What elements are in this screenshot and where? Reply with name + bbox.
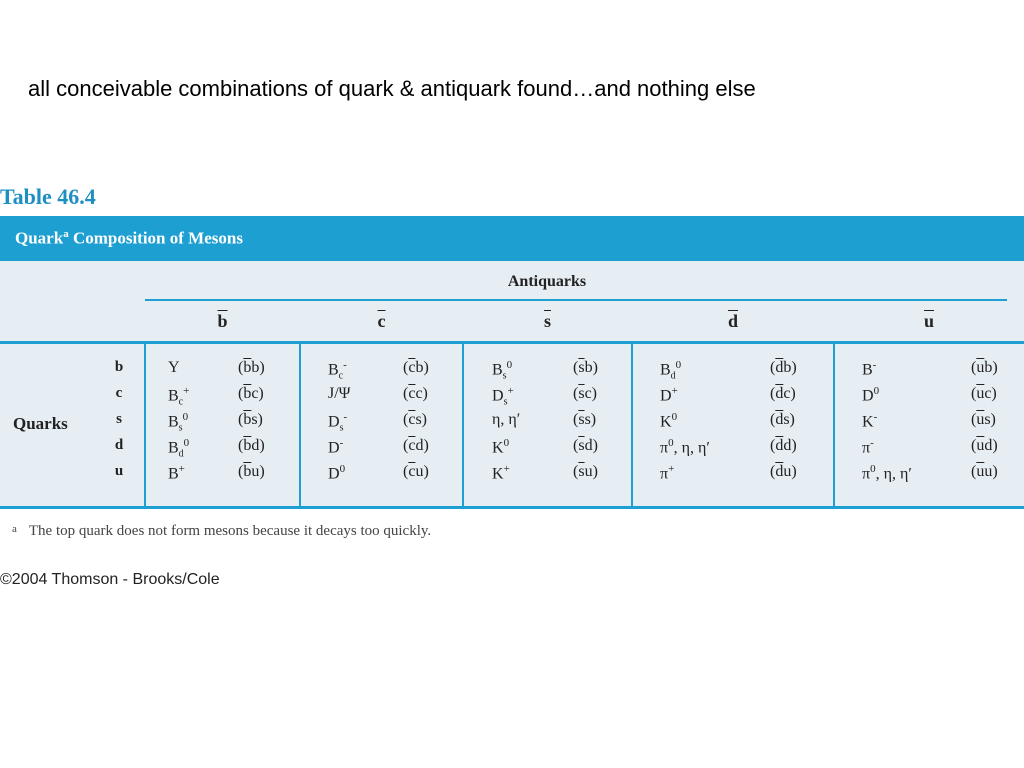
meson-name: K0 (660, 411, 678, 431)
row-label-d: d (114, 437, 124, 453)
table-title: Quarka Composition of Mesons (15, 228, 243, 249)
meson-name: Ds+ (492, 385, 514, 408)
column-divider (299, 344, 301, 506)
column-divider (833, 344, 835, 506)
quark-content: (uu) (971, 463, 998, 480)
meson-name: D0 (862, 385, 880, 405)
meson-name: J/Ψ (328, 385, 351, 402)
header-rule (0, 341, 1024, 344)
meson-name: B- (862, 359, 877, 379)
meson-name: D0 (328, 463, 346, 483)
meson-name: Bd0 (660, 359, 682, 382)
antiquarks-rule (145, 299, 1007, 301)
column-header-d: d (727, 311, 738, 331)
quark-content: (ss) (573, 411, 597, 428)
quark-content: (ds) (770, 411, 795, 428)
quark-content: (su) (573, 463, 598, 480)
quark-content: (dd) (770, 437, 797, 454)
footnote-text: The top quark does not form mesons becau… (28, 523, 432, 539)
meson-name: Bs0 (168, 411, 189, 434)
quark-content: (db) (770, 359, 797, 376)
quark-content: (cu) (403, 463, 429, 480)
quarks-label: Quarks (13, 414, 68, 433)
meson-name: Bc- (328, 359, 347, 382)
meson-name: K0 (492, 437, 510, 457)
meson-name: Y (168, 359, 180, 376)
table-title-rest: Composition of Mesons (72, 228, 243, 248)
footnote-mark: a (12, 523, 17, 535)
quark-content: (du) (770, 463, 797, 480)
quark-content: (bu) (238, 463, 265, 480)
quark-content: (bs) (238, 411, 263, 428)
meson-name: π- (862, 437, 874, 457)
quark-content: (sc) (573, 385, 597, 402)
meson-name: K+ (492, 463, 510, 483)
meson-name: Bs0 (492, 359, 513, 382)
meson-name: D- (328, 437, 344, 457)
quark-content: (uc) (971, 385, 997, 402)
meson-name: η, η′ (492, 411, 521, 428)
meson-name: Bd0 (168, 437, 190, 460)
row-label-u: u (114, 463, 124, 479)
table-title-word: Quark (15, 228, 64, 248)
meson-name: π0, η, η′ (862, 463, 912, 483)
quark-content: (sd) (573, 437, 598, 454)
slide-heading: all conceivable combinations of quark & … (28, 76, 756, 101)
row-label-c: c (115, 385, 123, 401)
quark-content: (sb) (573, 359, 598, 376)
quark-content: (cb) (403, 359, 429, 376)
meson-name: B+ (168, 463, 185, 483)
table-caption: Table 46.4 (0, 184, 96, 209)
body-rule (0, 506, 1024, 509)
antiquarks-label: Antiquarks (507, 273, 587, 290)
quark-content: (ub) (971, 359, 998, 376)
quark-content: (cd) (403, 437, 429, 454)
quark-content: (us) (971, 411, 996, 428)
meson-name: D+ (660, 385, 678, 405)
quark-content: (bb) (238, 359, 265, 376)
column-header-u: u (923, 311, 934, 331)
quark-content: (cc) (403, 385, 428, 402)
meson-name: Ds- (328, 411, 348, 434)
table-footnote: a The top quark does not form mesons beca… (12, 523, 431, 540)
column-header-b: b (217, 311, 228, 331)
meson-name: π0, η, η′ (660, 437, 710, 457)
row-label-b: b (114, 359, 124, 375)
quark-content: (cs) (403, 411, 427, 428)
column-header-s: s (543, 311, 551, 331)
column-header-c: c (377, 311, 386, 331)
meson-name: K- (862, 411, 878, 431)
table-title-footnote-mark: a (63, 228, 69, 240)
column-divider (631, 344, 633, 506)
table-title-bar: Quarka Composition of Mesons (0, 216, 1024, 261)
table-header: Antiquarks b c s d u (0, 261, 1024, 341)
quark-content: (bd) (238, 437, 265, 454)
column-divider (462, 344, 464, 506)
column-divider (144, 344, 146, 506)
quark-content: (dc) (770, 385, 796, 402)
quark-content: (ud) (971, 437, 998, 454)
quark-content: (bc) (238, 385, 264, 402)
row-label-s: s (116, 411, 122, 427)
meson-name: π+ (660, 463, 675, 483)
table-body: Quarks b Y (bb) Bc- (cb) Bs0 (sb) Bd0 (db) B- (ub)… (0, 344, 1024, 506)
copyright-notice: ©2004 Thomson - Brooks/Cole (0, 571, 220, 588)
meson-name: Bc+ (168, 385, 190, 408)
